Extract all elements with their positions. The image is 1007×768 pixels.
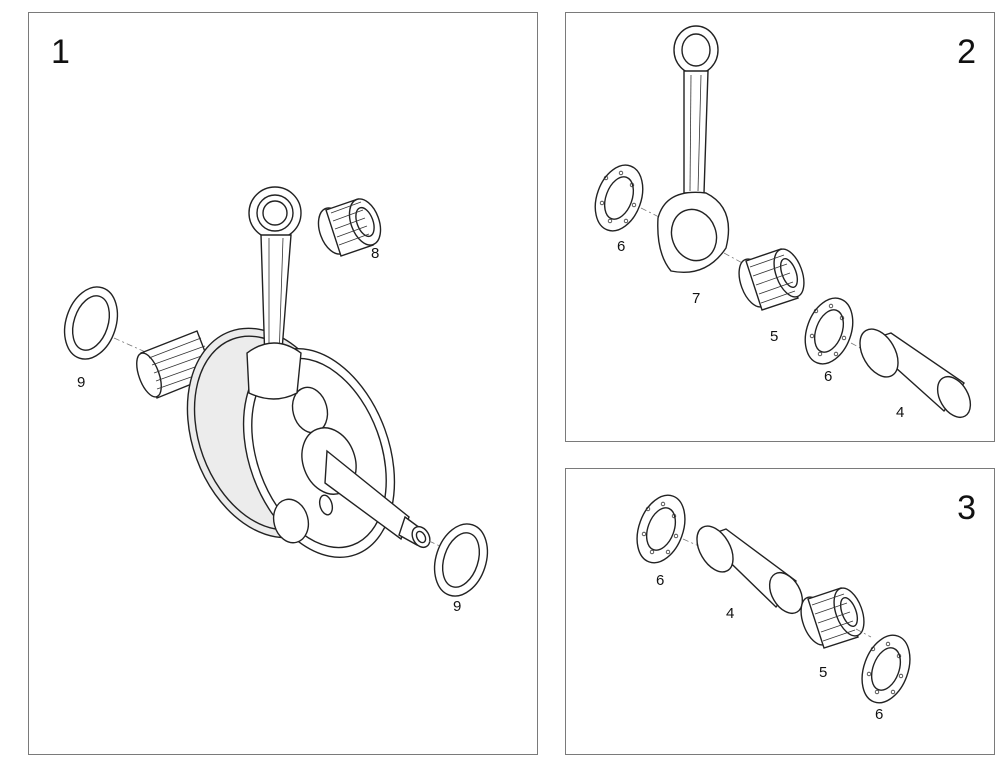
tapered-output-shaft — [301, 427, 431, 549]
thrust-washer-right — [433, 523, 489, 597]
panel-number: 2 — [957, 33, 976, 71]
callout-6-left: 6 — [656, 572, 664, 589]
panel-number: 1 — [51, 33, 70, 71]
panel-3-pin-bearing-assembly: 3 — [565, 468, 995, 755]
connecting-rod — [657, 25, 730, 273]
callout-6-left: 6 — [617, 238, 625, 255]
needle-bearing — [800, 587, 865, 649]
callout-4: 4 — [726, 605, 734, 622]
panel-2-con-rod-assembly: 2 — [565, 12, 995, 442]
connecting-rod — [246, 186, 302, 400]
panel-number: 3 — [957, 489, 976, 527]
callout-6-right: 6 — [824, 368, 832, 385]
callout-9-left: 9 — [77, 374, 85, 391]
thrust-washer-left — [636, 494, 686, 564]
callout-9-right: 9 — [453, 598, 461, 615]
con-rod-exploded-view: 6 7 5 6 4 — [594, 25, 972, 421]
callout-8: 8 — [371, 245, 379, 262]
thrust-washer-left — [594, 164, 644, 232]
needle-bearing — [738, 248, 805, 311]
callout-6-right: 6 — [875, 706, 883, 723]
needle-bearing — [317, 198, 382, 257]
callout-5: 5 — [819, 664, 827, 681]
thrust-washer-right — [804, 297, 854, 365]
callout-5: 5 — [770, 328, 778, 345]
panel-1-crankshaft-assembly: 1 — [28, 12, 538, 755]
thrust-washer-right — [861, 634, 911, 704]
callout-7: 7 — [692, 290, 700, 307]
pin-bearing-exploded-view: 6 4 5 6 — [636, 494, 911, 723]
callout-4: 4 — [896, 404, 904, 421]
thrust-washer-left — [63, 286, 119, 360]
crank-pin — [696, 525, 804, 614]
crankshaft-exploded-view: 8 9 9 — [63, 186, 489, 615]
crank-pin — [859, 328, 972, 418]
